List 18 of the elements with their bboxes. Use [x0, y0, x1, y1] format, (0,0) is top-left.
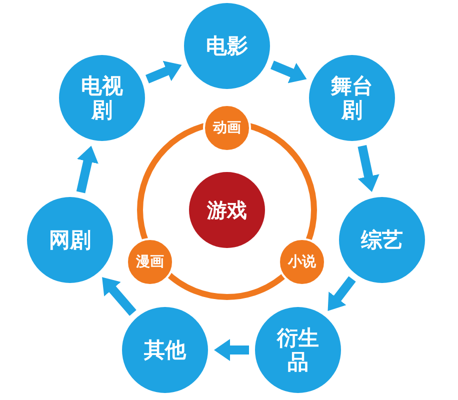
arrow: [270, 60, 307, 84]
arrow: [146, 60, 182, 84]
arrow: [76, 146, 98, 194]
circle-label: 舞台剧: [330, 74, 374, 122]
circle-label: 漫画: [136, 254, 164, 270]
arrow: [328, 276, 356, 312]
circle-label: 其他: [144, 338, 186, 362]
circle-label: 动画: [213, 120, 241, 136]
circle-label: 综艺: [361, 228, 403, 252]
circle-label: 游戏: [207, 198, 247, 222]
arrow: [102, 277, 136, 316]
arrow: [214, 339, 249, 361]
circle-label: 小说: [288, 254, 316, 270]
circle-label: 网剧: [49, 228, 91, 252]
arrow: [358, 145, 380, 192]
circle-label: 衍生品: [276, 326, 320, 374]
circle-label: 电视剧: [80, 74, 124, 122]
circle-label: 电影: [206, 34, 248, 58]
